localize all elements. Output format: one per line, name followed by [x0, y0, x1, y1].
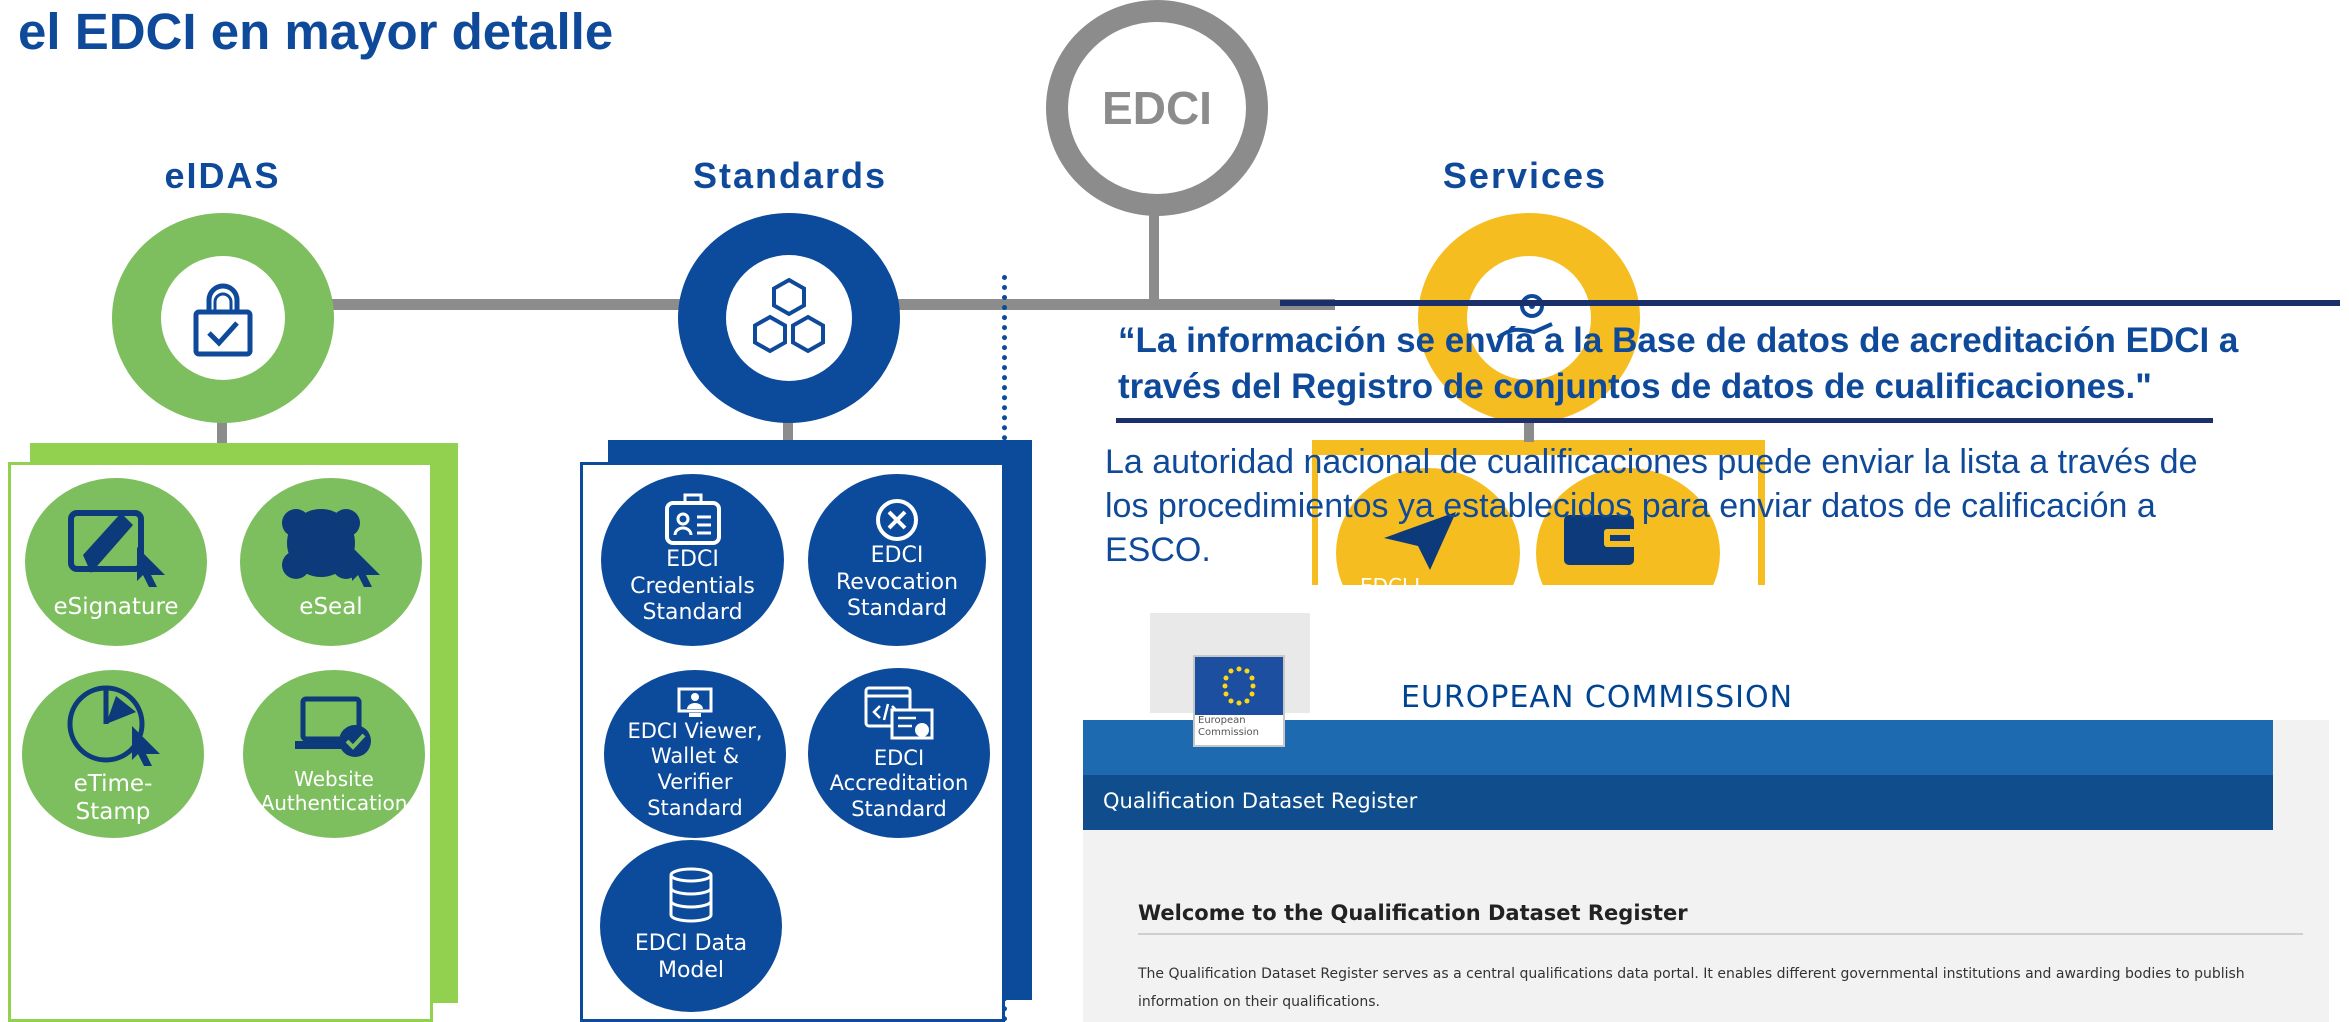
hub-stem: [1149, 205, 1159, 305]
laptop-check-icon: [295, 696, 371, 757]
standards-circle: [678, 213, 900, 423]
standards-stem: [783, 415, 793, 445]
ec-logo: European Commission: [1193, 655, 1285, 747]
eidas-circle: [112, 213, 334, 423]
ec-welcome-rule: [1138, 933, 2303, 935]
website-auth-circle: Website Authentication: [243, 670, 425, 838]
ec-logo-caption-1: European: [1198, 715, 1246, 726]
viewer-icon: [677, 687, 713, 717]
eseal-label: eSeal: [299, 593, 363, 620]
standards-label: Standards: [692, 155, 888, 196]
gear-hand-icon: [1496, 294, 1553, 340]
accreditation-standard-circle: EDCI Accreditation Standard: [808, 668, 990, 838]
quote-underline: [1116, 418, 2213, 423]
edci-hub-circle: EDCI: [1046, 0, 1268, 216]
clock-icon: [67, 685, 160, 766]
id-badge-icon: [664, 493, 721, 545]
viewer-standard-label: EDCI Viewer, Wallet & Verifier Standard: [627, 718, 763, 820]
data-model-circle: EDCI Data Model: [600, 840, 782, 1012]
hub-label: EDCI: [1102, 82, 1212, 134]
page-title: el EDCI en mayor detalle: [18, 3, 614, 60]
eu-stars-icon: [1222, 666, 1256, 706]
header-rule: [1280, 300, 2340, 306]
dotted-divider: [1002, 275, 1007, 1022]
paper-plane-icon: [1384, 512, 1456, 570]
viewer-standard-circle: EDCI Viewer, Wallet & Verifier Standard: [604, 670, 786, 838]
quote-text: “La información se envía a la Base de da…: [1118, 321, 2239, 406]
embedded-screenshot: European Commission EUROPEAN COMMISSION …: [1083, 585, 2329, 1022]
cancel-circle-icon: [876, 498, 918, 541]
ec-welcome-heading: Welcome to the Qualification Dataset Reg…: [1138, 901, 1688, 925]
eidas-stem: [217, 415, 227, 445]
website-auth-label: Website Authentication: [260, 766, 408, 815]
accreditation-standard-label: EDCI Accreditation Standard: [829, 745, 969, 821]
services-circle: [1418, 213, 1640, 423]
credentials-standard-circle: EDCI Credentials Standard: [601, 474, 784, 646]
ec-header-area: European Commission EUROPEAN COMMISSION: [1083, 585, 2329, 747]
revocation-standard-circle: EDCI Revocation Standard: [808, 474, 986, 646]
ec-header-title: EUROPEAN COMMISSION: [1401, 680, 1794, 715]
padlock-check-icon: [193, 283, 253, 357]
credentials-standard-label: EDCI Credentials Standard: [630, 546, 755, 626]
signature-pen-icon: [68, 509, 165, 587]
ec-nav-title[interactable]: Qualification Dataset Register: [1103, 789, 1418, 813]
wallet-icon: [1564, 515, 1636, 565]
esignature-label: eSignature: [53, 593, 179, 620]
esignature-circle: eSignature: [25, 478, 207, 646]
database-icon: [669, 867, 713, 923]
etimestamp-circle: eTime-Stamp: [22, 670, 204, 838]
ec-nav-bar: Qualification Dataset Register: [1083, 775, 2273, 830]
ec-intro-text: The Qualification Dataset Register serve…: [1138, 966, 2245, 1010]
hexagons-icon: [753, 277, 825, 354]
seal-icon: [282, 508, 380, 587]
data-model-label: EDCI Data Model: [634, 931, 748, 983]
revocation-standard-label: EDCI Revocation Standard: [835, 542, 959, 622]
services-label: Services: [1442, 155, 1608, 196]
ec-logo-caption-2: Commission: [1198, 727, 1260, 738]
code-certificate-icon: [864, 686, 934, 740]
eseal-circle: eSeal: [240, 478, 422, 646]
eidas-label: eIDAS: [164, 155, 281, 196]
services-stem: [1524, 420, 1534, 442]
body-text: La autoridad nacional de cualificaciones…: [1105, 443, 2198, 569]
etimestamp-label: eTime-Stamp: [73, 770, 153, 825]
